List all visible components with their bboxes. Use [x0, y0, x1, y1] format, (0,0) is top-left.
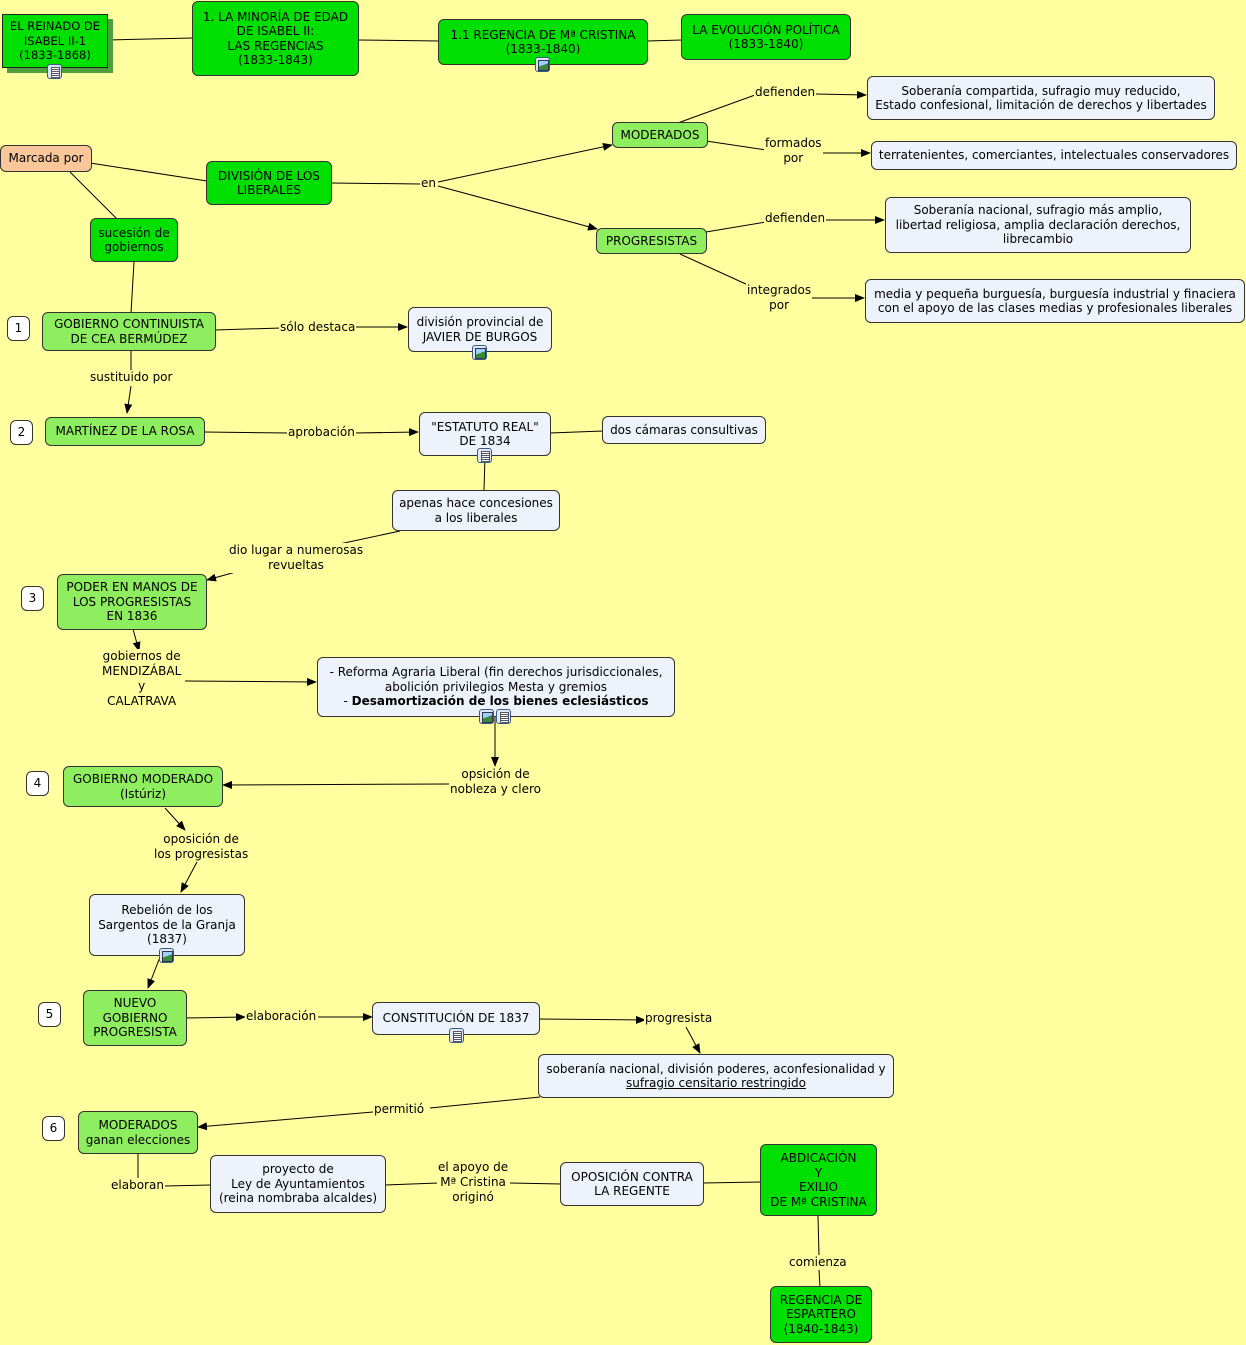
node-abdicacion-exilio[interactable]: ABDICACIÓN Y EXILIO DE Mª CRISTINA [760, 1144, 877, 1216]
node-javier-de-burgos[interactable]: división provincial de JAVIER DE BURGOS [408, 307, 552, 352]
node-moderados-ganan[interactable]: MODERADOS ganan elecciones [78, 1111, 198, 1154]
node-reinado[interactable]: EL REINADO DE ISABEL II-1 (1833-1868) [2, 14, 108, 68]
node-minoria[interactable]: 1. LA MINORÍA DE EDAD DE ISABEL II: LAS … [192, 1, 359, 76]
document-icon[interactable] [449, 1028, 464, 1043]
step-number: 1 [7, 316, 30, 341]
document-icon[interactable] [47, 64, 62, 79]
link-label-integrados-por: integrados por [746, 283, 813, 313]
node-regencia-espartero[interactable]: REGENCIA DE ESPARTERO (1840-1843) [770, 1286, 872, 1343]
link-label-sustituido-por: sustituido por [89, 370, 174, 385]
step-number: 5 [38, 1002, 61, 1027]
node-oposicion-regente[interactable]: OPOSICIÓN CONTRA LA REGENTE [560, 1162, 704, 1206]
link-label-permitio: permitió [373, 1102, 426, 1117]
node-mod-defienden[interactable]: Soberanía compartida, sufragio muy reduc… [867, 76, 1215, 120]
node-prog-integrados[interactable]: media y pequeña burguesía, burguesía ind… [865, 279, 1245, 323]
step-number: 4 [26, 771, 49, 796]
node-prog-defienden[interactable]: Soberanía nacional, sufragio más amplio,… [885, 197, 1191, 253]
link-label-el-apoyo: el apoyo de Mª Cristina originó [437, 1160, 510, 1205]
link-label-comienza: comienza [788, 1255, 848, 1270]
step-number: 2 [10, 420, 33, 445]
image-icon[interactable] [472, 345, 487, 360]
node-nuevo-gobierno-progresista[interactable]: NUEVO GOBIERNO PROGRESISTA [83, 990, 187, 1046]
node-sucesion-gobiernos[interactable]: sucesión de gobiernos [90, 218, 178, 262]
image-icon[interactable] [159, 948, 174, 963]
link-label-aprobacion: aprobación [287, 425, 356, 440]
link-label-oposicion-progresistas: oposición de los progresistas [153, 832, 250, 862]
node-soberania-nacional[interactable]: soberanía nacional, división poderes, ac… [538, 1054, 894, 1098]
link-label-en: en [420, 176, 437, 191]
image-icon[interactable] [479, 709, 494, 724]
node-marcada-por[interactable]: Marcada por [0, 145, 92, 172]
node-martinez-de-la-rosa[interactable]: MARTÍNEZ DE LA ROSA [45, 417, 205, 446]
node-estatuto-real[interactable]: "ESTATUTO REAL" DE 1834 [419, 412, 551, 456]
sufragio-text: sufragio censitario restringido [626, 1076, 806, 1090]
soberania-text: soberanía nacional, división poderes, ac… [546, 1061, 886, 1076]
node-evolucion[interactable]: LA EVOLUCIÓN POLÍTICA (1833-1840) [681, 14, 851, 60]
node-ley-ayuntamientos[interactable]: proyecto de Ley de Ayuntamientos (reina … [210, 1155, 386, 1213]
link-label-formados-por: formados por [764, 136, 823, 166]
desamortizacion-text: - Desamortización de los bienes eclesiás… [343, 694, 649, 709]
node-reformas[interactable]: - Reforma Agraria Liberal (fin derechos … [317, 657, 675, 717]
node-mod-formados[interactable]: terratenientes, comerciantes, intelectua… [871, 141, 1237, 170]
link-label-elaboran: elaboran [110, 1178, 165, 1193]
document-icon[interactable] [496, 709, 511, 724]
link-label-defienden: defienden [764, 211, 827, 226]
node-moderados[interactable]: MODERADOS [612, 122, 708, 148]
image-icon[interactable] [535, 57, 550, 72]
document-icon[interactable] [477, 448, 492, 463]
link-label-dio-lugar: dio lugar a numerosas revueltas [228, 543, 365, 573]
node-poder-progresistas[interactable]: PODER EN MANOS DE LOS PROGRESISTAS EN 18… [57, 574, 207, 630]
node-concesiones[interactable]: apenas hace concesiones a los liberales [392, 490, 560, 531]
link-label-elaboracion: elaboración [245, 1009, 318, 1024]
link-label-oposicion-nobleza: opsición de nobleza y clero [449, 767, 542, 797]
link-label-solo-destaca: sólo destaca [279, 320, 357, 335]
node-rebelion-granja[interactable]: Rebelión de los Sargentos de la Granja (… [89, 894, 245, 956]
reforma-agraria-text: - Reforma Agraria Liberal (fin derechos … [329, 665, 663, 694]
link-label-defienden: defienden [754, 85, 817, 100]
link-label-gobiernos-de: gobiernos de MENDIZÁBAL y CALATRAVA [101, 649, 183, 709]
link-label-progresista: progresista [644, 1011, 714, 1026]
node-division-liberales[interactable]: DIVISIÓN DE LOS LIBERALES [206, 161, 332, 205]
node-cea-bermudez[interactable]: GOBIERNO CONTINUISTA DE CEA BERMÚDEZ [42, 312, 216, 351]
step-number: 6 [42, 1116, 65, 1141]
node-regencia-cristina[interactable]: 1.1 REGENCIA DE Mª CRISTINA (1833-1840) [438, 19, 648, 65]
step-number: 3 [21, 586, 44, 611]
node-gobierno-moderado[interactable]: GOBIERNO MODERADO (Istúriz) [63, 766, 223, 807]
node-progresistas[interactable]: PROGRESISTAS [596, 228, 707, 254]
node-camaras-consultivas[interactable]: dos cámaras consultivas [602, 416, 766, 444]
